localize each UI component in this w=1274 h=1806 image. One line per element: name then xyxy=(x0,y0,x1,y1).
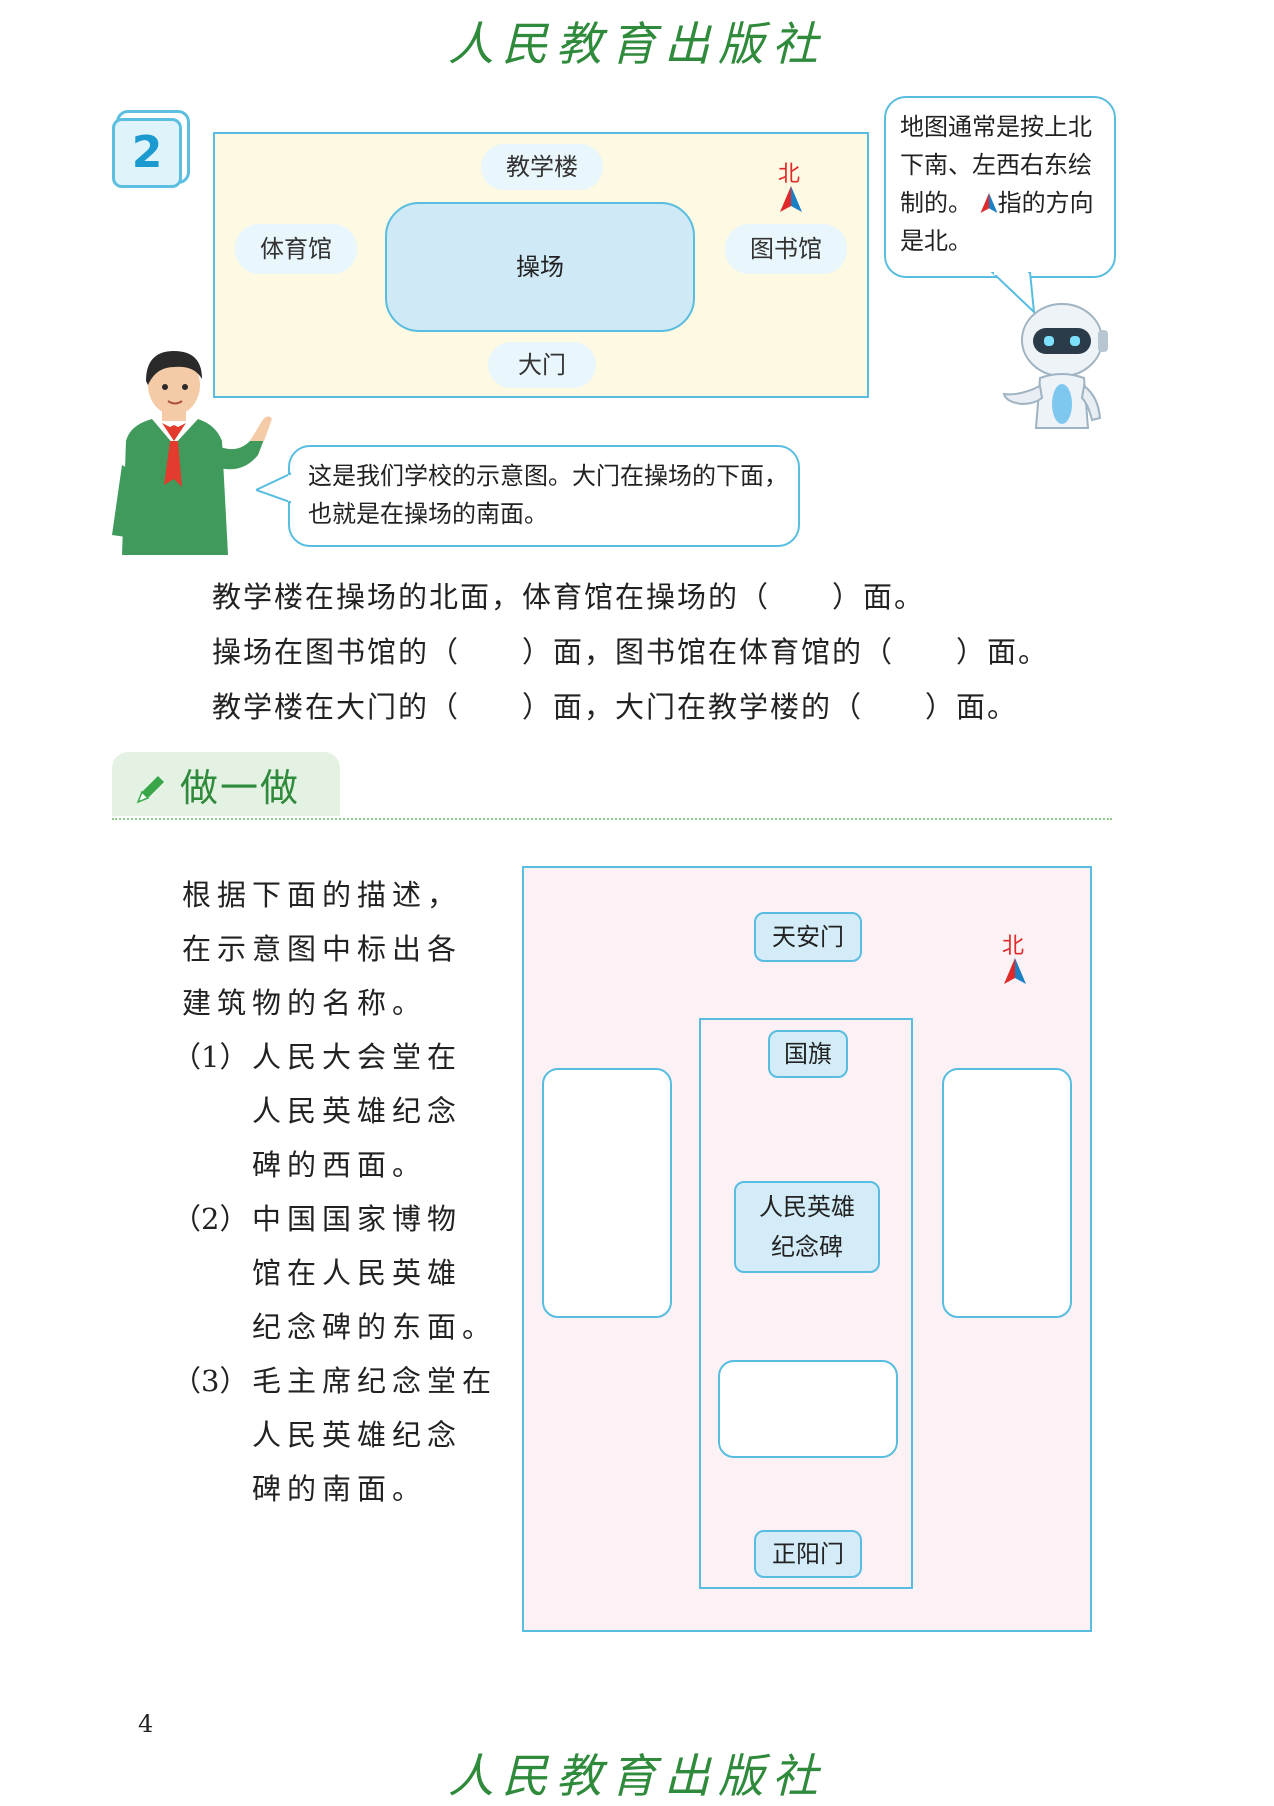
exercise-intro: 根据下面的描述， 在示意图中标出各 建筑物的名称。 xyxy=(182,868,482,1030)
robot-bubble-text-part1: 地图通常是按上北下南、左西右东绘制的。 xyxy=(900,113,1092,217)
boy-bubble-text: 这是我们学校的示意图。大门在操场的下面，也就是在操场的南面。 xyxy=(308,462,788,528)
library-label: 图书馆 xyxy=(725,224,847,274)
school-map: 教学楼 体育馆 操场 图书馆 大门 北 xyxy=(213,132,869,398)
exercise-item-2: （2）中国国家博物 馆在人民英雄 纪念碑的东面。 xyxy=(172,1192,512,1354)
robot-bubble-text: 地图通常是按上北下南、左西右东绘制的。 指的方向是北。 xyxy=(900,108,1104,260)
square-boundary xyxy=(699,1018,913,1589)
boy-speech-bubble: 这是我们学校的示意图。大门在操场的下面，也就是在操场的南面。 xyxy=(288,445,800,547)
intro-line: 根据下面的描述， xyxy=(182,878,463,912)
exercise-item-3: （3）毛主席纪念堂在 人民英雄纪念 碑的南面。 xyxy=(172,1354,512,1516)
publisher-header: 人民教育出版社 xyxy=(448,17,826,71)
gym-label: 体育馆 xyxy=(235,224,357,274)
question-3: 教学楼在大门的（ ）面，大门在教学楼的（ ）面。 xyxy=(212,690,1019,724)
robot-speech-bubble: 地图通常是按上北下南、左西右东绘制的。 指的方向是北。 xyxy=(884,96,1116,278)
question-2: 操场在图书馆的（ ）面，图书馆在体育馆的（ ）面。 xyxy=(212,635,1050,669)
north-arrow-icon xyxy=(780,186,802,212)
monument-label-line: 人民英雄 xyxy=(759,1193,855,1221)
blank-box-east[interactable] xyxy=(942,1068,1072,1318)
item-line: 碑的西面。 xyxy=(252,1148,428,1182)
blank-box-west[interactable] xyxy=(542,1068,672,1318)
section-divider xyxy=(112,818,1112,820)
item-marker: （1） xyxy=(172,1040,249,1074)
square-map: 天安门 北 国旗 人民英雄 纪念碑 正阳门 xyxy=(522,866,1092,1632)
item-line: 中国国家博物 xyxy=(252,1202,463,1236)
exercise-item-1: （1）人民大会堂在 人民英雄纪念 碑的西面。 xyxy=(172,1030,512,1192)
north-arrow-icon xyxy=(980,193,998,213)
pencil-icon xyxy=(136,776,164,804)
example-number-badge: 2 xyxy=(112,118,182,188)
intro-line: 在示意图中标出各 xyxy=(182,932,463,966)
item-line: 人民大会堂在 xyxy=(252,1040,463,1074)
item-line: 馆在人民英雄 xyxy=(252,1256,463,1290)
item-line: 人民英雄纪念 xyxy=(252,1418,463,1452)
publisher-footer: 人民教育出版社 xyxy=(448,1749,826,1803)
playground-label: 操场 xyxy=(385,202,695,332)
item-marker: （2） xyxy=(172,1202,249,1236)
blank-box-south[interactable] xyxy=(718,1360,898,1458)
boy-bubble-tail xyxy=(256,472,292,504)
item-line: 毛主席纪念堂在 xyxy=(252,1364,498,1398)
item-line: 纪念碑的东面。 xyxy=(252,1310,498,1344)
intro-line: 建筑物的名称。 xyxy=(182,986,428,1020)
teaching-building-label: 教学楼 xyxy=(481,144,603,190)
monument-label: 人民英雄 纪念碑 xyxy=(734,1181,880,1273)
item-line: 碑的南面。 xyxy=(252,1472,428,1506)
flag-label: 国旗 xyxy=(768,1030,848,1078)
north-label: 北 xyxy=(778,162,801,187)
item-marker: （3） xyxy=(172,1364,249,1398)
boy-illustration xyxy=(112,351,272,555)
robot-bubble-text-part2: 指的方向是北。 xyxy=(900,189,1094,255)
gate-label: 大门 xyxy=(488,342,596,388)
item-line: 人民英雄纪念 xyxy=(252,1094,463,1128)
zhengyangmen-label: 正阳门 xyxy=(754,1530,862,1578)
robot-illustration xyxy=(1002,303,1108,429)
north-arrow-icon xyxy=(1004,958,1026,984)
monument-label-line: 纪念碑 xyxy=(771,1233,843,1261)
question-1: 教学楼在操场的北面，体育馆在操场的（ ）面。 xyxy=(212,580,926,614)
robot-bubble-tail xyxy=(990,272,1036,315)
tiananmen-label: 天安门 xyxy=(754,912,862,962)
exercise-title: 做一做 xyxy=(180,766,301,810)
north-label: 北 xyxy=(1002,934,1025,959)
page-number: 4 xyxy=(138,1710,154,1738)
